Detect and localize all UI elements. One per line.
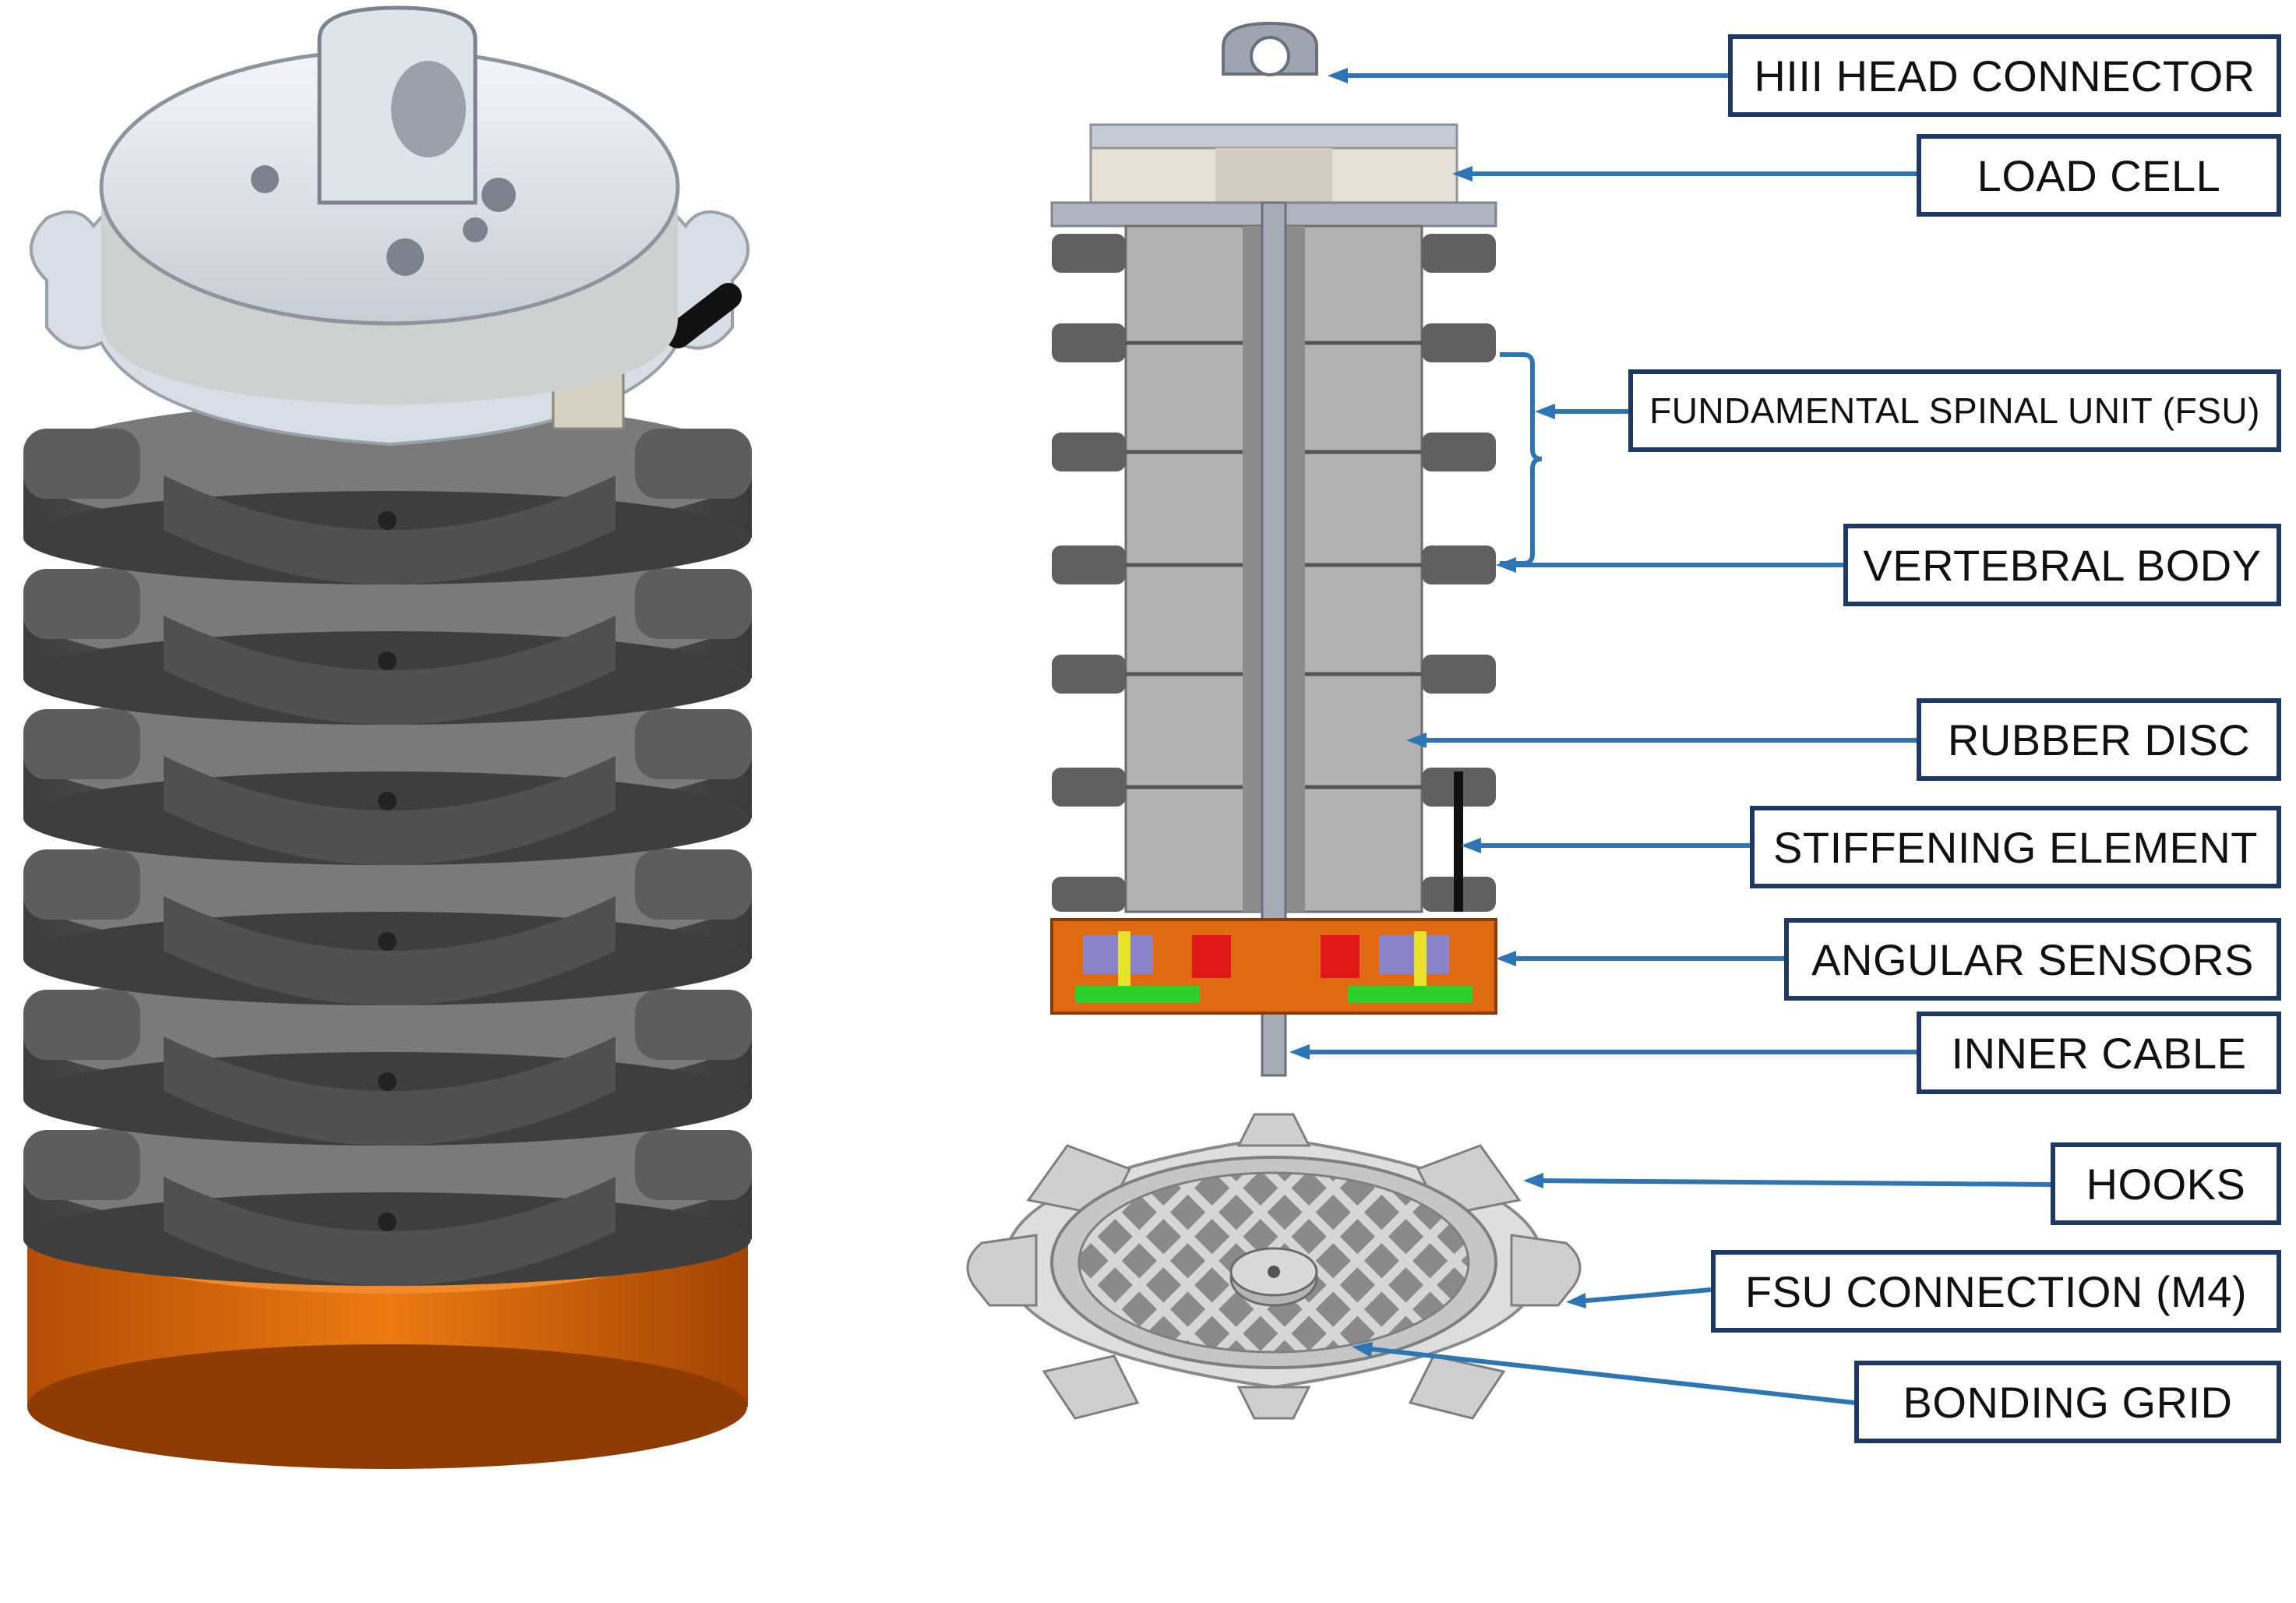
assembly-3d-view [23,5,752,1469]
label-hooks: HOOKS [2051,1142,2281,1225]
angular-sensor-block [1050,918,1497,1015]
label-vertebral-body: VERTEBRAL BODY [1843,524,2281,606]
vertebra-stack [23,401,752,1286]
leader-fsu-bracket [1500,352,1543,566]
fsu-disc-view [966,1113,1582,1420]
leader-hooks [1534,1178,2051,1187]
top-mount-plate [30,5,749,447]
label-inner-cable: INNER CABLE [1917,1012,2281,1094]
label-fsu: FUNDAMENTAL SPINAL UNIT (FSU) [1628,369,2281,452]
label-load-cell: LOAD CELL [1917,134,2281,217]
leader-lines [1289,68,2051,1405]
leader-bonding-grid [1363,1346,1855,1405]
label-hiii-head-connector: HIII HEAD CONNECTOR [1728,34,2281,117]
label-stiffening-element: STIFFENING ELEMENT [1750,806,2281,888]
head-connector-part [1089,21,1458,150]
label-rubber-disc: RUBBER DISC [1917,698,2281,781]
fsu-stack [1052,201,1496,1077]
label-angular-sensors: ANGULAR SENSORS [1784,918,2281,1001]
hook-tabs [966,1113,1582,1420]
label-fsu-connection: FSU CONNECTION (M4) [1711,1250,2281,1333]
cross-section-view [1050,21,1497,1077]
leader-fsu-connection [1577,1287,1712,1304]
label-bonding-grid: BONDING GRID [1854,1361,2281,1443]
